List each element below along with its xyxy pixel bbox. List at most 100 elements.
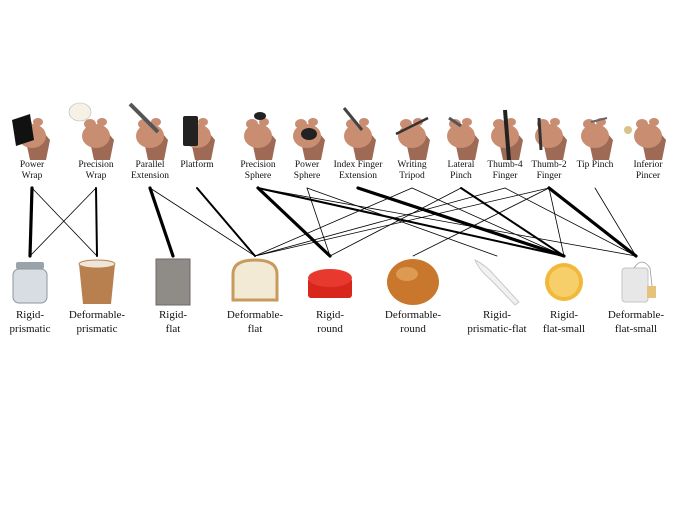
thumb-4-finger-hand-icon [491,109,523,161]
grasp-label-precision-sphere-line-2: Sphere [245,171,271,181]
grasp-label-precision-wrap-line-2: Wrap [86,171,107,181]
thumb-2-finger-hand-icon [535,117,567,160]
grasp-label-platform: Platform [180,159,214,170]
object-label-rigid-flat-line-1: Rigid- [159,309,187,321]
platform-hand-icon [183,116,215,160]
connection-line-thumb-2-finger-to-deformable-round [412,187,550,257]
connection-line-thumb-4-finger-to-deformable-flat-small [504,187,637,257]
object-categories: Rigid-prismaticDeformable-prismaticRigid… [10,258,665,335]
grasp-label-tip-pinch: Tip Pinch [577,160,614,170]
object-deformable-round: Deformable-round [385,259,442,335]
object-label-deformable-round-line-1: Deformable- [385,309,442,321]
object-label-rigid-round-line-2: round [317,323,343,335]
object-label-deformable-flat-small-line-1: Deformable- [608,309,665,321]
object-label-deformable-flat-small-line-2: flat-small [615,323,657,335]
connection-line-precision-sphere-to-rigid-flat-small [257,187,565,257]
connection-line-power-wrap-to-rigid-prismatic [28,186,34,258]
paper-cup-icon [78,259,116,304]
plastic-knife-icon [474,258,520,306]
bottle-cap-icon [308,269,352,298]
grasp-platform: Platform [180,116,215,170]
connection-line-precision-wrap-to-rigid-prismatic [29,187,97,257]
object-label-deformable-flat-line-1: Deformable- [227,309,284,321]
object-label-rigid-flat-small-line-1: Rigid- [550,309,578,321]
precision-wrap-hand-icon [68,102,114,160]
grasp-label-power-sphere-line-2: Sphere [294,171,320,181]
connection-line-lateral-pinch-to-rigid-flat-small [460,187,565,257]
parallel-extension-hand-icon [128,102,168,160]
grasp-label-thumb-2-finger-line-1: Thumb-2 [531,160,567,170]
precision-sphere-hand-icon [244,112,276,160]
grasp-label-power-wrap-line-2: Wrap [22,171,43,181]
connection-line-writing-tripod-to-deformable-flat [254,187,413,257]
connection-line-parallel-extension-to-rigid-flat [148,186,175,258]
grasp-tip-pinch: Tip Pinch [577,117,614,170]
object-label-deformable-prismatic-line-1: Deformable- [69,309,126,321]
object-rigid-flat: Rigid-flat [155,258,191,335]
object-label-rigid-round-line-1: Rigid- [316,309,344,321]
connection-line-precision-sphere-to-deformable-flat-small [257,187,637,257]
grasp-label-writing-tripod-line-2: Tripod [399,171,425,181]
tip-pinch-hand-icon [581,117,613,160]
grasp-types: PowerWrapPrecisionWrapParallelExtensionP… [12,102,666,181]
grasp-label-thumb-4-finger-line-1: Thumb-4 [487,160,523,170]
grasp-label-lateral-pinch-line-1: Lateral [448,160,475,170]
connection-line-thumb-2-finger-to-rigid-flat-small [548,187,565,257]
object-label-rigid-flat-line-2: flat [166,323,181,335]
object-rigid-prismatic: Rigid-prismatic [10,262,51,335]
connection-line-power-sphere-to-rigid-round [306,187,331,257]
grasp-label-writing-tripod-line-1: Writing [397,160,426,170]
connection-lines [28,186,638,258]
grasp-label-lateral-pinch-line-2: Pinch [450,171,472,181]
power-sphere-hand-icon [293,118,325,160]
grasp-label-index-finger-extension-line-2: Extension [339,171,377,181]
glass-jar-icon [12,262,48,304]
connection-line-platform-to-deformable-flat [196,187,256,257]
object-label-deformable-round-line-2: round [400,323,426,335]
object-label-rigid-prismatic-line-2: prismatic [10,323,51,335]
grasp-label-inferior-pincer-line-2: Pincer [636,171,661,181]
object-deformable-prismatic: Deformable-prismatic [69,259,126,335]
grasp-label-power-wrap-line-1: Power [20,160,45,170]
object-label-rigid-prismatic-line-1: Rigid- [16,309,44,321]
object-label-rigid-prismatic-flat-line-1: Rigid- [483,309,511,321]
grasp-label-parallel-extension-line-1: Parallel [135,160,164,170]
grasp-label-power-sphere-line-1: Power [295,160,320,170]
grasp-label-inferior-pincer-line-1: Inferior [633,159,663,170]
grasp-label-precision-wrap-line-1: Precision [78,160,114,170]
grasp-label-precision-sphere-line-1: Precision [240,160,276,170]
grasp-label-thumb-2-finger-line-2: Finger [537,171,563,181]
connection-line-lateral-pinch-to-rigid-round [329,187,462,257]
connection-line-parallel-extension-to-deformable-flat [149,187,256,257]
object-label-deformable-flat-line-2: flat [248,323,263,335]
object-rigid-round: Rigid-round [308,269,352,335]
object-label-rigid-prismatic-flat-line-2: prismatic-flat [467,323,526,335]
connection-line-thumb-2-finger-to-deformable-flat-small [547,186,638,258]
grasp-label-index-finger-extension-line-1: Index Finger [334,160,384,170]
object-rigid-prismatic-flat: Rigid-prismatic-flat [467,258,527,335]
connection-line-tip-pinch-to-deformable-flat-small [594,187,637,257]
writing-tripod-hand-icon [395,116,430,160]
connection-line-index-finger-extension-to-rigid-flat-small [356,186,566,258]
bread-roll-icon [387,259,439,305]
lateral-pinch-hand-icon [447,116,479,160]
metal-plate-icon [155,258,191,306]
connection-line-writing-tripod-to-rigid-flat-small [411,187,565,257]
bread-slice-icon [231,258,279,302]
connection-line-precision-sphere-to-rigid-round [256,186,332,258]
object-deformable-flat: Deformable-flat [227,258,284,335]
inferior-pincer-hand-icon [624,118,666,160]
object-label-deformable-prismatic-line-2: prismatic [77,323,118,335]
connection-line-thumb-4-finger-to-deformable-flat [254,187,506,257]
